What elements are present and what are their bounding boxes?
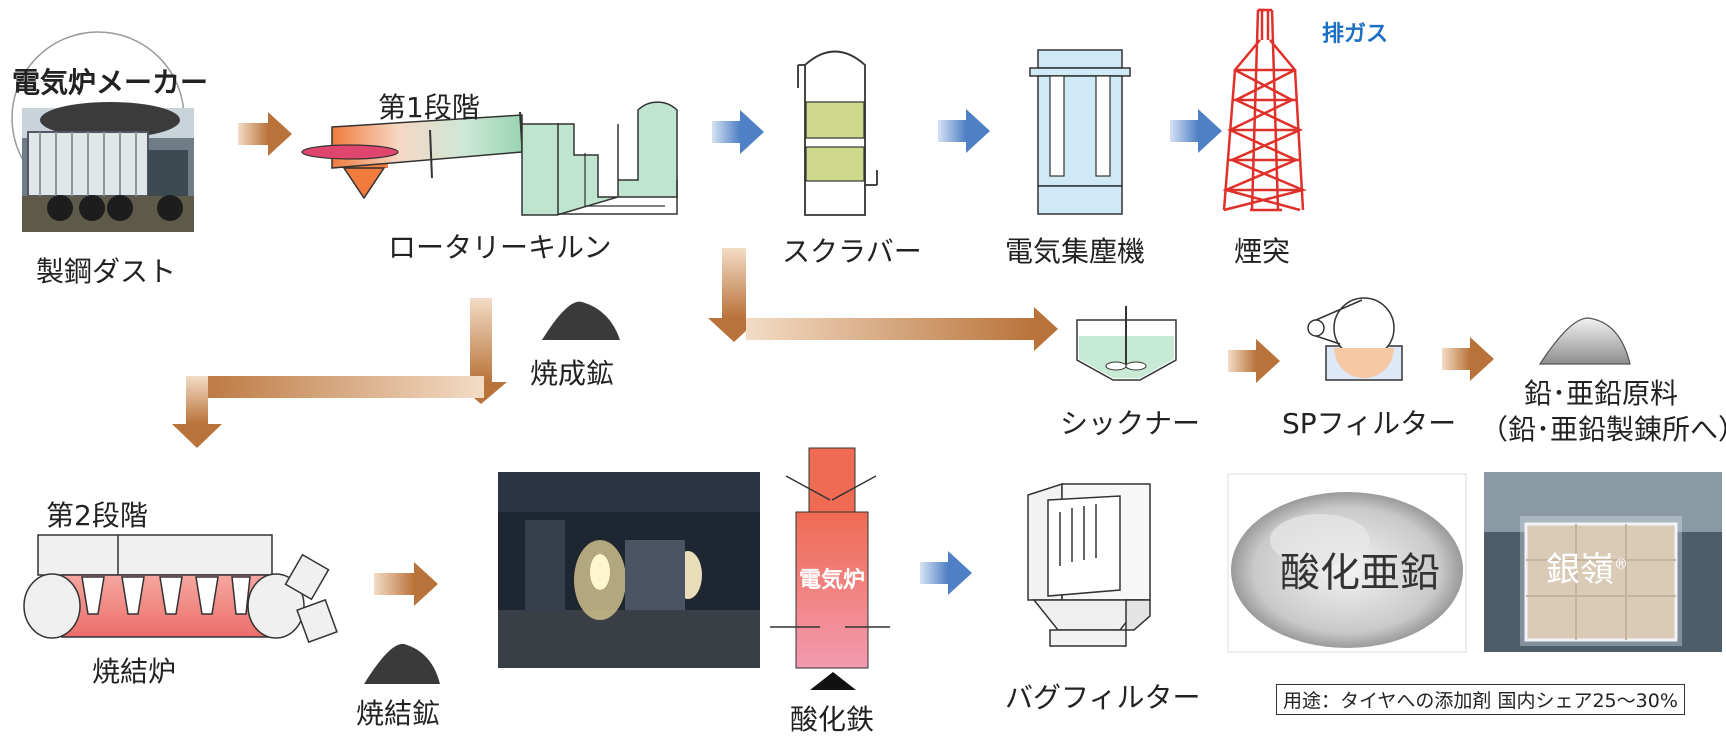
arrow-eaf-to-bagfilter bbox=[920, 551, 972, 595]
dust-label: 製鋼ダスト bbox=[36, 255, 177, 288]
thickener bbox=[1076, 306, 1177, 381]
arrow-spfilter-to-product bbox=[1442, 337, 1494, 381]
iron-oxide-label: 酸化鉄 bbox=[790, 703, 875, 736]
arrow-scrubber-to-thickener bbox=[708, 248, 1058, 351]
calcine-label: 焼成鉱 bbox=[530, 357, 615, 390]
sintering-furnace bbox=[23, 534, 338, 644]
arrow-kiln-down-to-stage2 bbox=[172, 298, 507, 448]
product-label-line2: （鉛･亜鉛製錬所へ） bbox=[1480, 413, 1726, 446]
calcine-pile-icon bbox=[542, 301, 620, 340]
ginrei-text: 銀嶺® bbox=[1546, 542, 1628, 591]
kiln-label: ロータリーキルン bbox=[388, 231, 612, 264]
product-label-line1: 鉛･亜鉛原料 bbox=[1524, 377, 1679, 410]
registered-mark: ® bbox=[1614, 556, 1628, 573]
electric-arc-furnace bbox=[770, 447, 890, 690]
zinc-oxide-photo bbox=[1227, 473, 1467, 653]
usage-note: 用途：タイヤへの添加剤 国内シェア25～30% bbox=[1276, 684, 1685, 715]
bag-filter-label: バグフィルター bbox=[1005, 681, 1201, 714]
electrostatic-precipitator bbox=[1029, 49, 1131, 215]
arrow-thickener-to-spfilter bbox=[1228, 339, 1280, 383]
arrow-scrubber-to-precipitator bbox=[938, 109, 990, 153]
stage1-title: 第1段階 bbox=[378, 91, 480, 124]
chimney-label: 煙突 bbox=[1234, 235, 1291, 268]
arrow-truck-to-kiln bbox=[238, 112, 292, 156]
scrubber-label: スクラバー bbox=[782, 235, 922, 268]
truck-photo bbox=[11, 31, 194, 232]
sp-filter bbox=[1307, 297, 1403, 381]
thickener-label: シックナー bbox=[1060, 407, 1201, 440]
stage2-title: 第2段階 bbox=[46, 499, 148, 532]
eaf-text: 電気炉 bbox=[798, 568, 865, 593]
bag-filter bbox=[1027, 482, 1151, 647]
zinc-oxide-text: 酸化亜鉛 bbox=[1280, 550, 1440, 596]
precipitator-label: 電気集塵機 bbox=[1005, 235, 1146, 268]
lead-zinc-pile-icon bbox=[1538, 317, 1631, 365]
eaf-photo bbox=[498, 472, 760, 668]
ginrei-name: 銀嶺 bbox=[1546, 550, 1614, 590]
sp-filter-label: SPフィルター bbox=[1282, 407, 1457, 440]
rotary-kiln bbox=[301, 101, 678, 216]
chimney bbox=[1222, 8, 1307, 212]
arrow-sinter-to-eaf bbox=[374, 562, 438, 606]
ginrei-photo bbox=[1484, 472, 1722, 652]
sinter-furnace-label: 焼結炉 bbox=[92, 655, 177, 688]
arrow-kiln-to-scrubber bbox=[712, 110, 764, 154]
exhaust-label: 排ガス bbox=[1322, 22, 1389, 47]
sinter-ore-label: 焼結鉱 bbox=[356, 697, 441, 730]
maker-title: 電気炉メーカー bbox=[12, 66, 209, 99]
arrow-precipitator-to-chimney bbox=[1170, 109, 1222, 153]
scrubber bbox=[797, 50, 878, 216]
sinter-ore-pile-icon bbox=[364, 643, 440, 684]
